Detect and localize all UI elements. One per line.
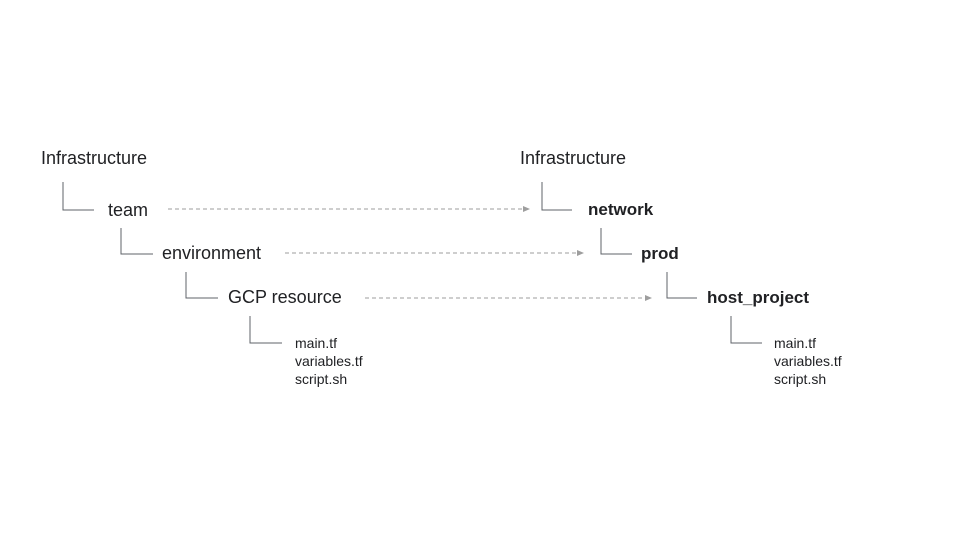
left-team-label: team [108,200,149,220]
left-root-label: Infrastructure [41,148,148,168]
right-connector-network-prod [600,228,632,255]
right-prod-label: prod [641,244,679,263]
right-file-script: script.sh [774,371,827,387]
left-connector-resource-files [249,316,282,344]
left-file-variables: variables.tf [295,353,363,369]
left-file-script: script.sh [295,371,348,387]
right-network-label: network [588,200,654,219]
left-connector-environment-resource [185,272,218,299]
right-file-variables: variables.tf [774,353,842,369]
left-file-main: main.tf [295,335,338,351]
left-resource-label: GCP resource [228,287,342,307]
right-connector-host-project-files [730,316,762,344]
left-connector-team-environment [120,228,153,255]
left-environment-label: environment [162,243,262,263]
right-file-list: main.tf variables.tf script.sh [774,334,842,388]
right-connector-prod-host-project [666,272,697,299]
right-file-main: main.tf [774,335,817,351]
left-connector-root-team [62,182,94,211]
right-connector-root-network [541,182,572,211]
right-host-project-label: host_project [707,288,810,307]
right-root-label: Infrastructure [520,148,627,168]
left-file-list: main.tf variables.tf script.sh [295,334,363,388]
